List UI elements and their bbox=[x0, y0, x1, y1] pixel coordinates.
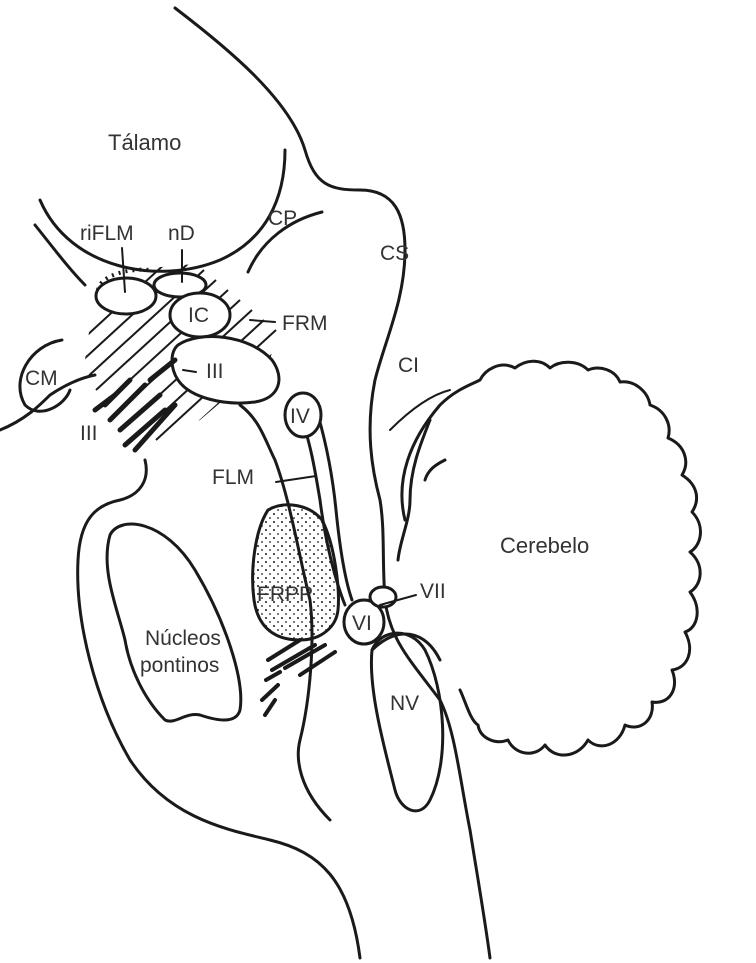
iv-nucleus bbox=[283, 391, 323, 439]
label-nv: NV bbox=[390, 692, 419, 715]
vi-nucleus bbox=[342, 598, 386, 646]
leader-frm bbox=[249, 319, 276, 323]
label-pontinos: pontinos bbox=[140, 654, 219, 677]
brainstem-outline bbox=[173, 6, 492, 960]
label-flm: FLM bbox=[212, 466, 254, 489]
nv-body bbox=[369, 631, 445, 813]
label-vi: VI bbox=[352, 612, 372, 635]
label-iii-nucleus: III bbox=[206, 360, 224, 383]
posterior-commissure bbox=[246, 210, 324, 274]
label-ci: CI bbox=[398, 354, 419, 377]
cm-body bbox=[18, 338, 72, 413]
label-cs: CS bbox=[380, 242, 409, 265]
iii-nerve-fibres bbox=[92, 357, 178, 453]
label-riflm: riFLM bbox=[80, 222, 134, 245]
label-iii-nerve: III bbox=[80, 422, 98, 445]
label-cerebelo: Cerebelo bbox=[500, 533, 589, 558]
cm-outer-line bbox=[0, 373, 97, 432]
iii-nucleus bbox=[170, 335, 281, 405]
label-talamo: Tálamo bbox=[108, 130, 181, 155]
cm-left-line bbox=[33, 223, 87, 287]
label-ic: IC bbox=[188, 304, 209, 327]
label-cp: CP bbox=[268, 207, 297, 230]
aqueduct-wall bbox=[316, 413, 354, 602]
leader-flm bbox=[275, 475, 317, 483]
pontine-nuclei bbox=[105, 522, 243, 723]
frpp-region bbox=[251, 503, 340, 642]
riflm-nucleus bbox=[94, 276, 158, 316]
anterior-outline bbox=[76, 458, 362, 960]
label-cm: CM bbox=[25, 367, 58, 390]
label-frpp: FRPP bbox=[257, 583, 313, 606]
cerebellum-inner bbox=[396, 418, 432, 562]
colliculus-line bbox=[389, 389, 451, 431]
leader-riflm bbox=[121, 247, 126, 293]
cerebellum bbox=[400, 359, 702, 757]
label-nucleos: Núcleos bbox=[145, 627, 221, 650]
thalamus bbox=[38, 148, 287, 273]
vi-nerve-fibres bbox=[260, 638, 337, 717]
cerebellum-folium bbox=[423, 458, 447, 482]
leader-vii bbox=[379, 594, 417, 606]
leader-iii bbox=[182, 369, 197, 373]
label-iv: IV bbox=[290, 405, 310, 428]
label-frm: FRM bbox=[282, 312, 328, 335]
label-vii: VII bbox=[420, 580, 446, 603]
label-nd: nD bbox=[168, 222, 195, 245]
